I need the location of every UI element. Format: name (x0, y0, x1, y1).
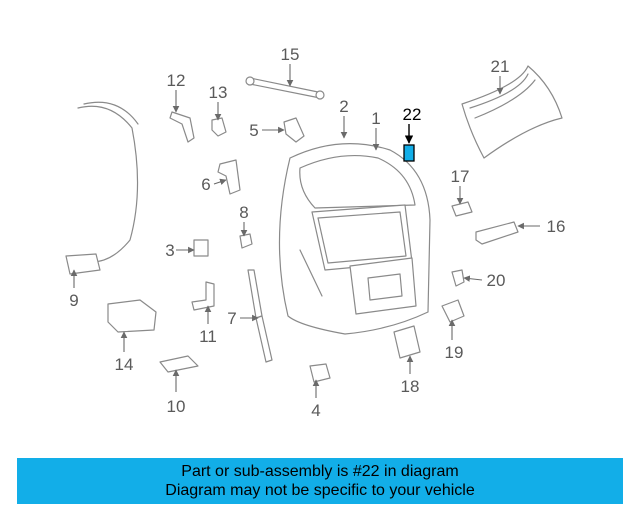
part-3-plate (193, 239, 209, 257)
callout-1: 1 (371, 109, 380, 128)
strut-part-15 (245, 76, 325, 100)
callout-13: 13 (209, 83, 228, 102)
callout-8: 8 (239, 203, 248, 222)
part-16-handle (475, 221, 519, 245)
part-12-clip (169, 111, 195, 143)
callout-10: 10 (167, 397, 186, 416)
callout-7: 7 (227, 309, 236, 328)
part-19-socket (441, 299, 465, 323)
callout-15: 15 (281, 45, 300, 64)
callout-3: 3 (165, 241, 174, 260)
part-10-panel (159, 355, 199, 373)
part-17-cap (451, 201, 473, 217)
callout-2: 2 (339, 97, 348, 116)
part-6-bracket (217, 159, 241, 195)
callout-19: 19 (445, 343, 464, 362)
callout-labels: 1 2 3 4 5 6 7 8 9 10 11 12 13 14 15 16 1… (69, 45, 565, 420)
callout-21: 21 (491, 57, 510, 76)
part-5-hinge (283, 117, 305, 143)
part-11-bracket (191, 281, 215, 311)
part-18-lamp (393, 325, 421, 359)
banner-line-2: Diagram may not be specific to your vehi… (165, 482, 475, 499)
callout-9: 9 (69, 291, 78, 310)
callout-4: 4 (311, 401, 320, 420)
part-14-module (107, 299, 157, 333)
banner-line-1: Part or sub-assembly is #22 in diagram (181, 463, 459, 480)
part-22-highlighted (403, 144, 415, 162)
callout-11: 11 (199, 327, 217, 346)
part-9-cable-actuator (65, 101, 139, 275)
callout-5: 5 (249, 121, 258, 140)
callout-17: 17 (451, 167, 470, 186)
callout-12: 12 (167, 71, 186, 90)
part-7-gas-strut (247, 269, 273, 363)
part-20-bulb (451, 269, 465, 287)
callout-18: 18 (401, 377, 420, 396)
callout-16: 16 (547, 217, 566, 236)
part-13-grommet (211, 117, 227, 137)
part-8-stud (239, 233, 253, 249)
callout-22: 22 (403, 105, 422, 124)
part-4-striker (309, 363, 331, 383)
parts-diagram: 1 2 3 4 5 6 7 8 9 10 11 12 13 14 15 16 1… (65, 45, 565, 420)
callout-20: 20 (487, 271, 506, 290)
callout-14: 14 (115, 355, 134, 374)
callout-6: 6 (201, 175, 210, 194)
leader-lines (70, 64, 540, 398)
liftgate-assembly (278, 143, 431, 335)
rear-window-glass (461, 65, 563, 159)
info-banner: Part or sub-assembly is #22 in diagram D… (17, 458, 623, 504)
